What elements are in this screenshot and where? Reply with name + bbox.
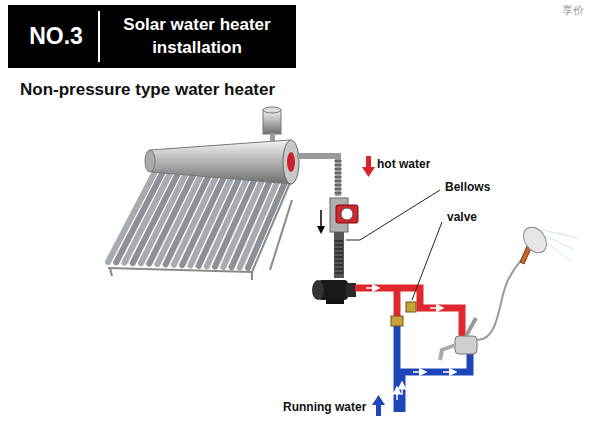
vacuum-tube — [240, 179, 279, 267]
water-tank — [145, 107, 299, 184]
motor-pump — [312, 280, 356, 304]
part-label: Bellows — [444, 180, 491, 194]
banner-heading: Solar water heater installation — [104, 14, 290, 58]
shower — [477, 223, 578, 340]
hot-arrow — [362, 156, 375, 177]
flow-arrow — [317, 210, 325, 234]
leader-lines — [346, 190, 442, 300]
vacuum-tubes — [108, 170, 286, 268]
vacuum-tube — [248, 180, 286, 268]
hot-pipe — [297, 156, 338, 196]
valves — [391, 302, 416, 326]
part-label: valve — [446, 210, 478, 224]
mixer-faucet — [440, 318, 477, 360]
watermark: 享价 — [561, 3, 585, 18]
flow-label: Running water — [282, 400, 367, 414]
diagram-title: Non-pressure type water heater — [20, 80, 275, 100]
hot-water-pipe — [355, 288, 462, 340]
booster-pump — [330, 198, 358, 278]
pipe-flow-arrows — [366, 288, 453, 400]
cold-arrow — [372, 395, 385, 416]
banner-divider — [98, 11, 100, 62]
flow-label: hot water — [376, 157, 431, 171]
title-banner: NO.3 Solar water heater installation — [8, 5, 296, 68]
banner-number: NO.3 — [16, 23, 96, 50]
